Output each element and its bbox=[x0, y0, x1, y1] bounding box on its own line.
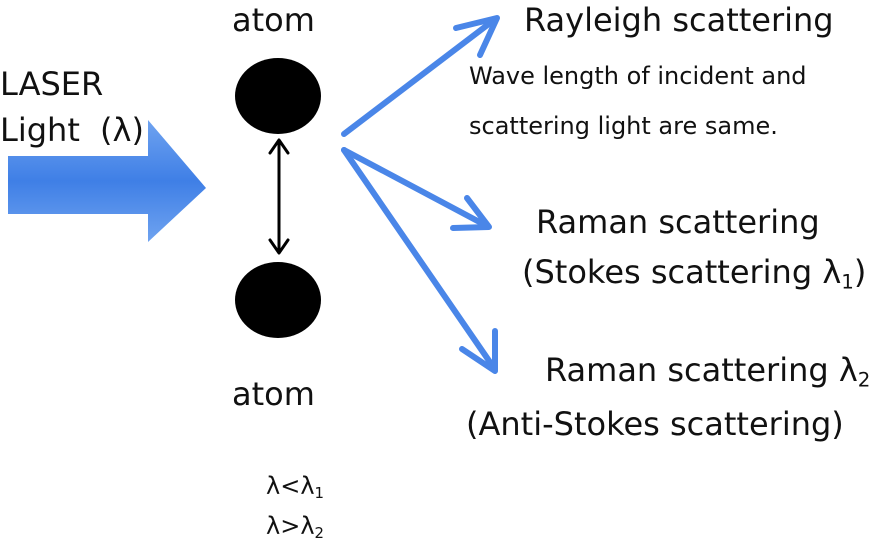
rayleigh-arrow-icon bbox=[341, 15, 500, 137]
rayleigh-title: Rayleigh scattering bbox=[524, 1, 834, 39]
relation-1-text: λ<λ bbox=[266, 472, 315, 500]
relation-2-index: 2 bbox=[314, 524, 324, 543]
relation-1: λ<λ1 bbox=[266, 474, 324, 501]
stokes-title: Raman scattering bbox=[536, 203, 820, 241]
laser-label-line1: LASER bbox=[0, 65, 104, 103]
stokes-arrow-icon bbox=[341, 147, 492, 231]
antistokes-subtitle: (Anti-Stokes scattering) bbox=[466, 405, 844, 443]
antistokes-title-index: 2 bbox=[857, 368, 871, 392]
relation-2: λ>λ2 bbox=[266, 514, 324, 541]
antistokes-title: Raman scattering λ2 bbox=[545, 354, 870, 390]
relation-2-text: λ>λ bbox=[266, 512, 315, 540]
stokes-subtitle: (Stokes scattering λ1) bbox=[522, 256, 866, 292]
bond-arrow-icon bbox=[268, 138, 290, 255]
rayleigh-desc-line2: scattering light are same. bbox=[469, 112, 778, 140]
stokes-sub-close: ) bbox=[853, 253, 867, 291]
stokes-sub-index: 1 bbox=[841, 270, 854, 294]
stokes-sub-text: (Stokes scattering λ bbox=[522, 253, 842, 291]
rayleigh-desc-line1: Wave length of incident and bbox=[469, 62, 807, 90]
laser-label-line2: Light (λ) bbox=[0, 114, 144, 146]
antistokes-title-text: Raman scattering λ bbox=[545, 351, 858, 389]
antistokes-arrow-icon bbox=[341, 147, 498, 374]
laser-lambda-text: (λ) bbox=[100, 111, 144, 149]
laser-light-text: Light bbox=[0, 111, 80, 149]
atom-top-label: atom bbox=[232, 1, 315, 39]
atom-bottom-circle bbox=[235, 262, 321, 338]
laser-arrow-icon bbox=[8, 120, 206, 242]
atom-bottom-label: atom bbox=[232, 375, 315, 413]
atom-top-circle bbox=[235, 58, 321, 134]
relation-1-index: 1 bbox=[314, 484, 324, 503]
